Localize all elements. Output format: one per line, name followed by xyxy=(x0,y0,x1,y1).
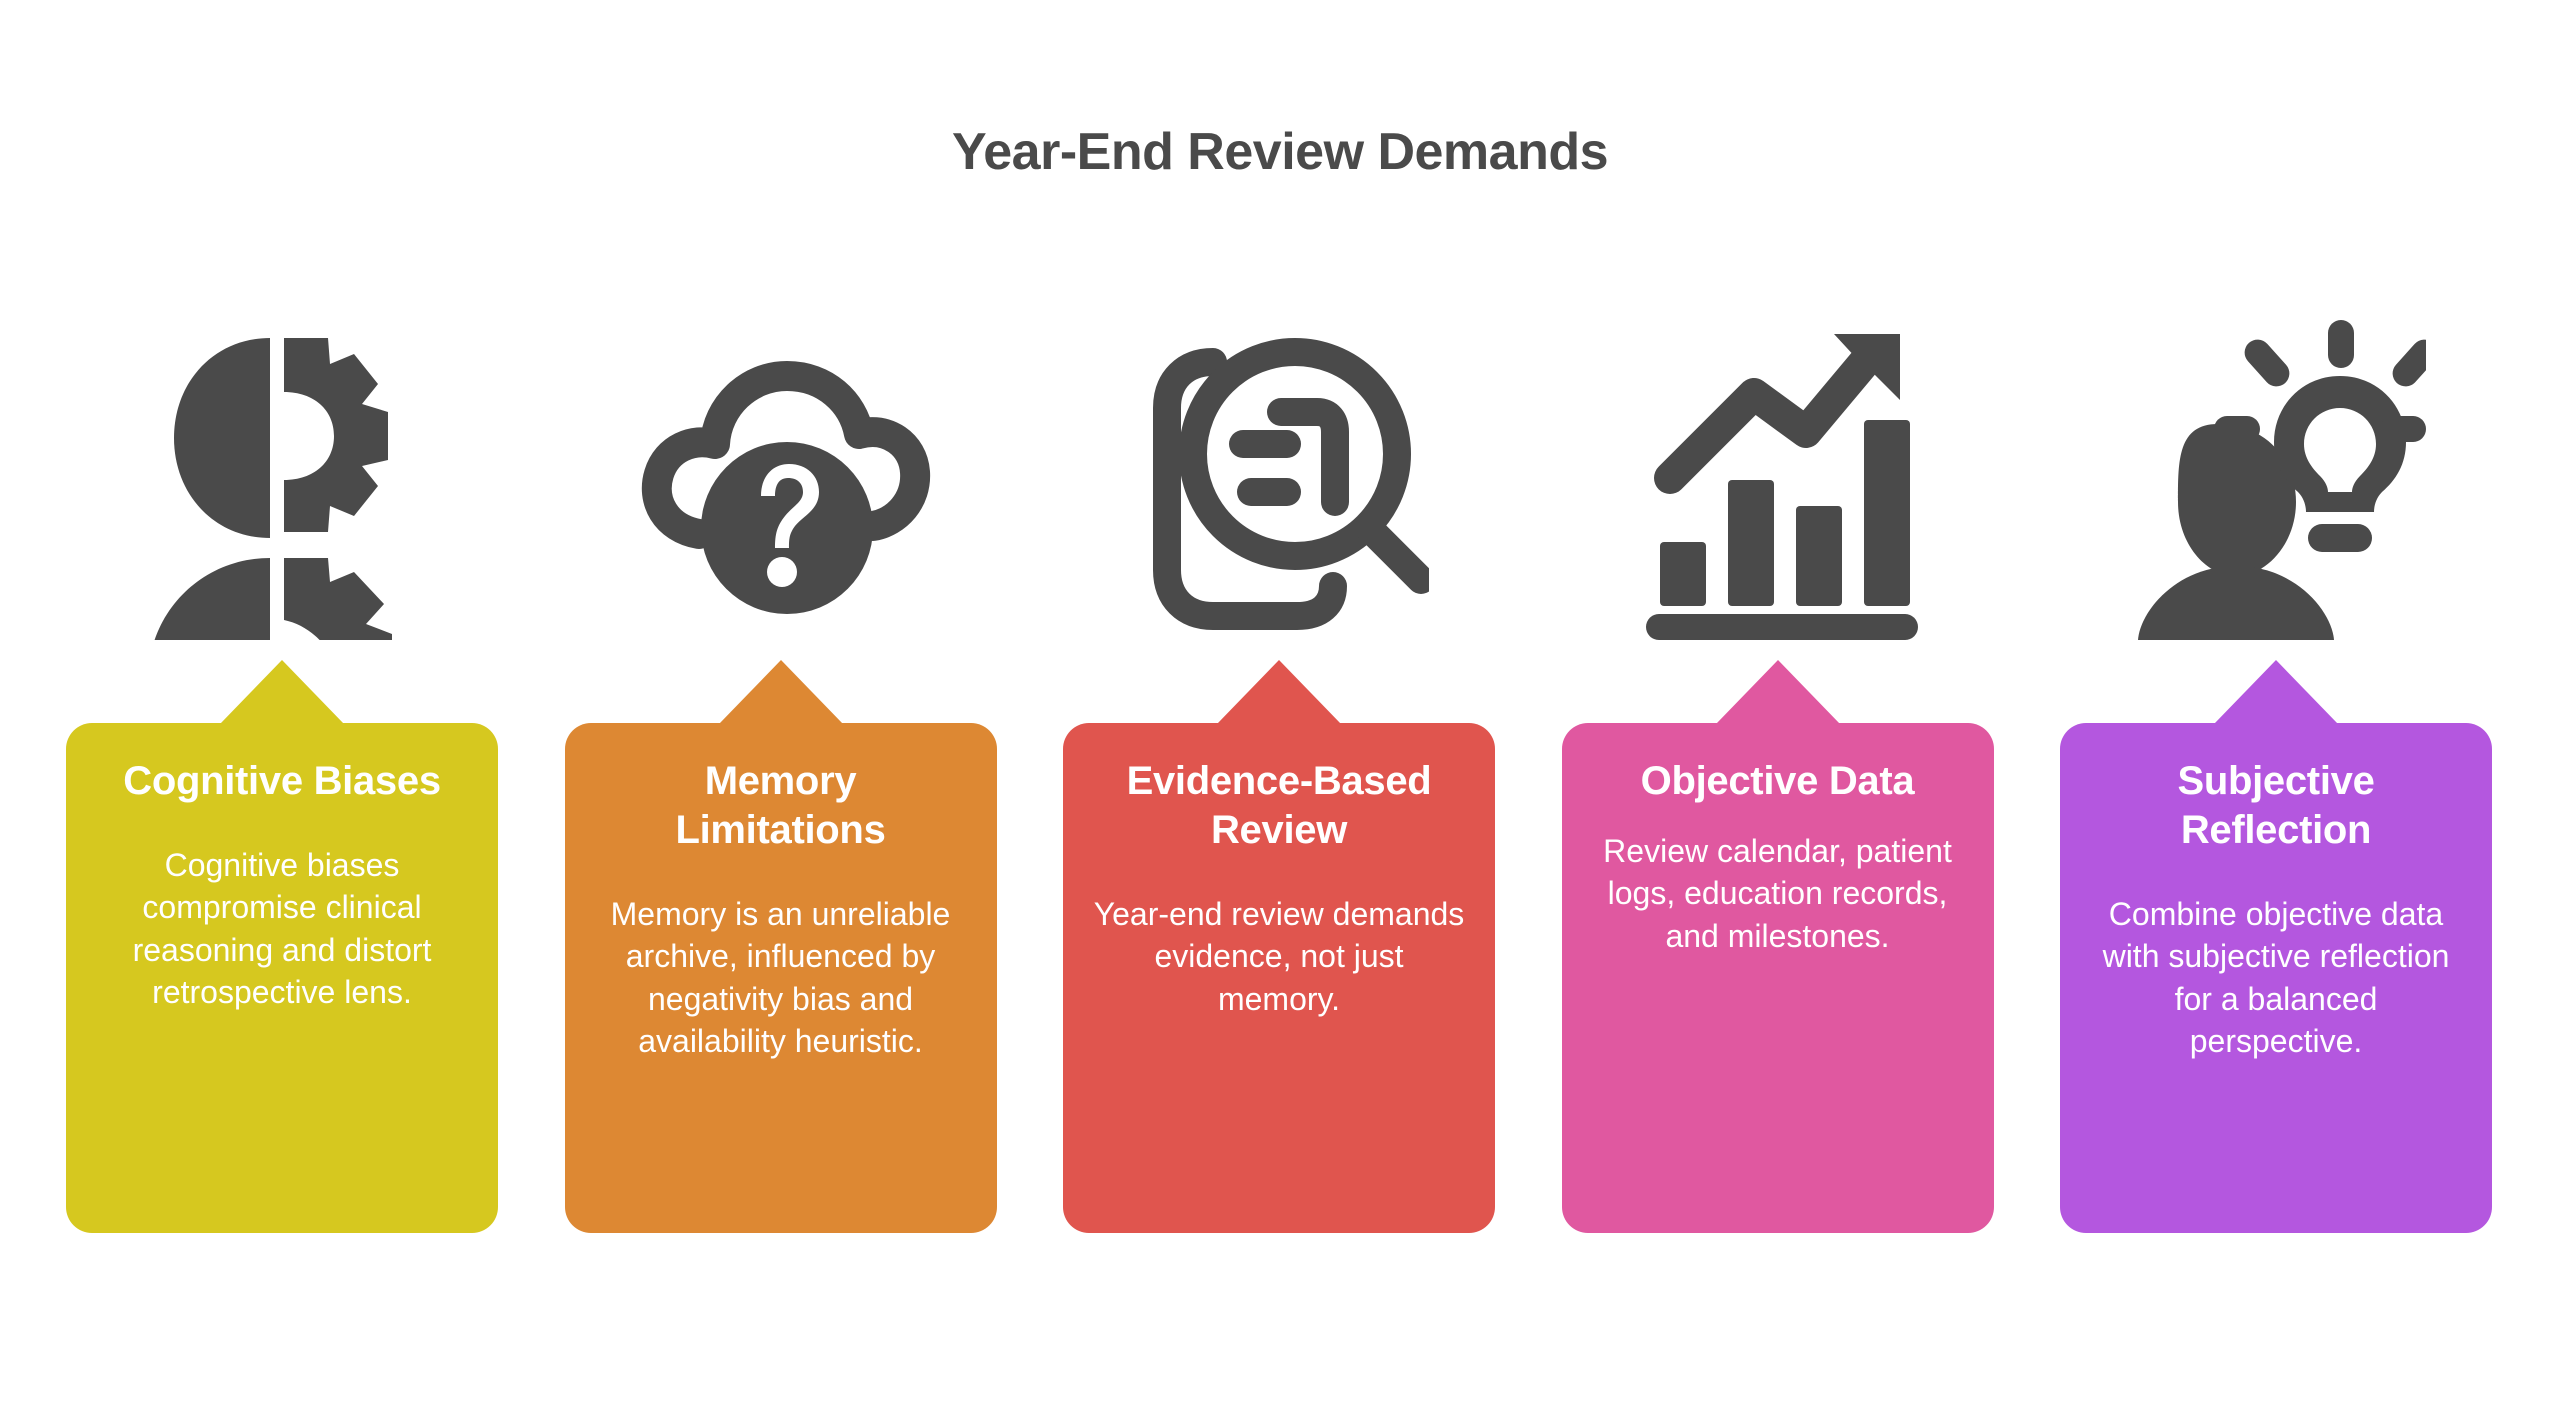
card-subjective-reflection[interactable]: Subjective Reflection Combine objective … xyxy=(2060,723,2492,1233)
card-description: Memory is an unreliable archive, influen… xyxy=(610,895,951,1060)
person-lightbulb-idea-icon xyxy=(2060,300,2492,660)
cloud-question-mark-icon xyxy=(565,300,997,660)
card-title: Cognitive Biases xyxy=(123,759,441,803)
card-title: Evidence-Based Review xyxy=(1126,759,1432,852)
card-row: Cognitive Biases Cognitive biases compro… xyxy=(66,300,2492,1290)
card-pointer xyxy=(718,660,843,724)
card-title: Memory Limitations xyxy=(675,759,886,852)
card-pointer xyxy=(1715,660,1840,724)
card-description: Review calendar, patient logs, education… xyxy=(1603,832,1952,954)
card-cognitive-biases[interactable]: Cognitive Biases Cognitive biases compro… xyxy=(66,723,498,1233)
column-subjective-reflection: Subjective Reflection Combine objective … xyxy=(2060,300,2492,1290)
card-description: Cognitive biases compromise clinical rea… xyxy=(132,846,432,1011)
card-memory-limitations[interactable]: Memory Limitations Memory is an unreliab… xyxy=(564,723,997,1233)
document-magnifier-icon xyxy=(1063,300,1495,660)
column-cognitive-biases: Cognitive Biases Cognitive biases compro… xyxy=(66,300,498,1290)
column-evidence-based-review: Evidence-Based Review Year-end review de… xyxy=(1063,300,1495,1290)
bar-chart-growth-arrow-icon xyxy=(1562,300,1994,660)
card-pointer xyxy=(1217,660,1341,724)
card-title: Objective Data xyxy=(1640,759,1915,803)
column-memory-limitations: Memory Limitations Memory is an unreliab… xyxy=(564,300,997,1290)
head-with-gears-icon xyxy=(66,300,498,660)
card-pointer xyxy=(220,660,344,724)
page-title: Year-End Review Demands xyxy=(951,123,1609,181)
card-pointer xyxy=(2214,660,2338,724)
card-description: Combine objective data with subjective r… xyxy=(2102,895,2450,1060)
column-objective-data: Objective Data Review calendar, patient … xyxy=(1561,300,1994,1290)
card-evidence-based-review[interactable]: Evidence-Based Review Year-end review de… xyxy=(1063,723,1495,1233)
card-title: Subjective Reflection xyxy=(2177,759,2375,852)
card-objective-data[interactable]: Objective Data Review calendar, patient … xyxy=(1561,723,1994,1233)
card-description: Year-end review demands evidence, not ju… xyxy=(1093,895,1465,1017)
